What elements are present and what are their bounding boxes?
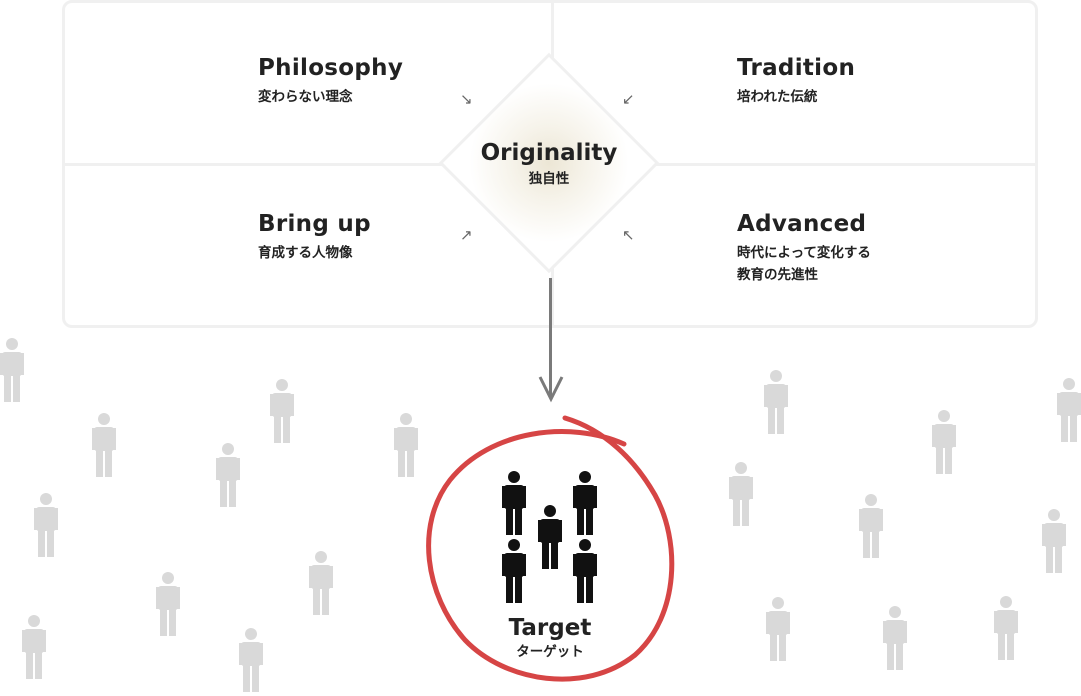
tradition-title: Tradition xyxy=(737,55,856,81)
person-icon xyxy=(34,493,58,557)
person-icon xyxy=(156,572,180,636)
target-title: Target xyxy=(508,615,592,641)
target-circle xyxy=(426,415,675,682)
person-icon xyxy=(22,615,46,679)
philosophy-subtitle: 変わらない理念 xyxy=(258,89,353,105)
quadrant-tradition: Tradition 培われた伝統 xyxy=(737,54,855,108)
chevron-down-icon xyxy=(538,376,564,403)
target-label: Target ターゲット xyxy=(480,614,620,662)
person-icon xyxy=(859,494,883,558)
person-icon xyxy=(239,628,263,692)
bringup-title: Bring up xyxy=(258,211,371,237)
person-icon xyxy=(92,413,116,477)
quadrant-philosophy: Philosophy 変わらない理念 xyxy=(258,54,403,108)
tradition-subtitle: 培われた伝統 xyxy=(737,89,818,105)
person-icon xyxy=(216,443,240,507)
quadrant-bringup: Bring up 育成する人物像 xyxy=(258,210,371,264)
advanced-title: Advanced xyxy=(737,211,867,237)
originality-label: Originality 独自性 xyxy=(469,138,629,190)
advanced-subtitle-line2: 教育の先進性 xyxy=(737,267,818,283)
person-icon xyxy=(883,606,907,670)
originality-subtitle: 独自性 xyxy=(528,171,570,187)
originality-title: Originality xyxy=(480,140,618,166)
connector-line xyxy=(549,278,552,398)
arrow-down-right-icon: ↘ xyxy=(460,90,473,108)
person-icon xyxy=(766,597,790,661)
person-icon xyxy=(1042,509,1066,573)
person-icon xyxy=(572,471,598,539)
person-icon xyxy=(729,462,753,526)
person-icon xyxy=(572,539,598,607)
philosophy-title: Philosophy xyxy=(258,55,404,81)
quadrant-advanced: Advanced 時代によって変化する 教育の先進性 xyxy=(737,210,871,286)
person-icon xyxy=(994,596,1018,660)
person-icon xyxy=(270,379,294,443)
person-icon xyxy=(501,539,527,607)
target-subtitle: ターゲット xyxy=(516,644,584,660)
person-icon xyxy=(309,551,333,615)
person-icon xyxy=(394,413,418,477)
person-icon xyxy=(537,505,563,573)
arrow-down-left-icon: ↙ xyxy=(622,90,635,108)
arrow-up-right-icon: ↗ xyxy=(460,226,473,244)
person-icon xyxy=(764,370,788,434)
arrow-up-left-icon: ↖ xyxy=(622,226,635,244)
advanced-subtitle-line1: 時代によって変化する xyxy=(737,245,871,261)
bringup-subtitle: 育成する人物像 xyxy=(258,245,353,261)
person-icon xyxy=(0,338,24,402)
person-icon xyxy=(501,471,527,539)
person-icon xyxy=(932,410,956,474)
person-icon xyxy=(1057,378,1081,442)
